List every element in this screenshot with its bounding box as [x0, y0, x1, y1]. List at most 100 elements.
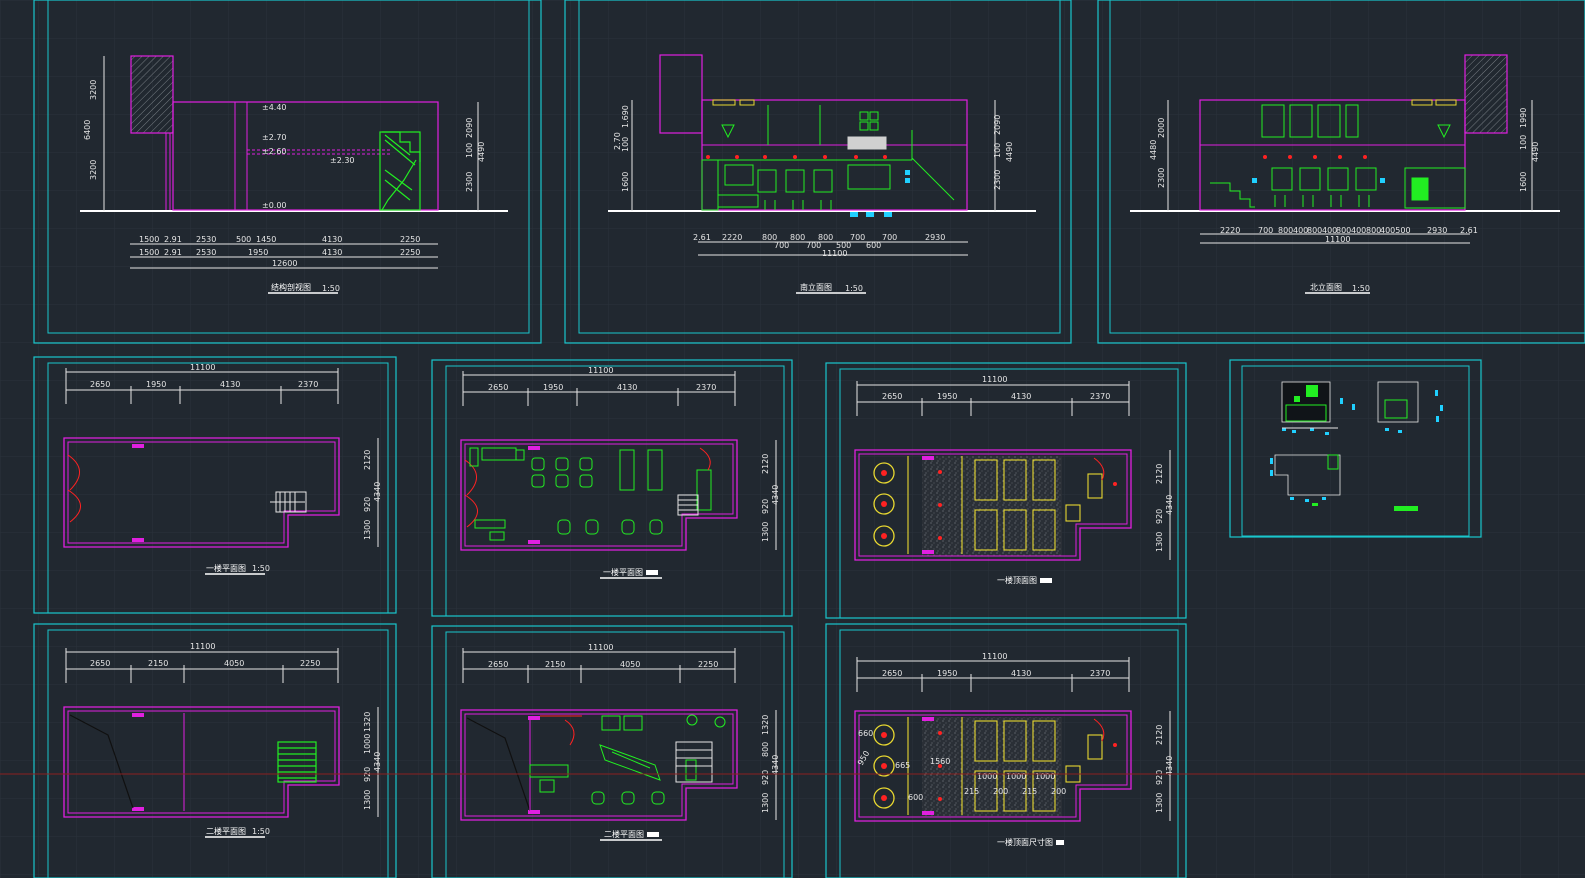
dim-segment: 4130 [617, 383, 637, 392]
sheet-scale: 1:50 [252, 827, 270, 836]
svg-text:700: 700 [882, 233, 897, 242]
sheet-title: 南立面图 [800, 282, 832, 292]
svg-text:600: 600 [866, 241, 881, 250]
svg-text:3200: 3200 [89, 160, 98, 180]
scale-bar [1056, 840, 1064, 845]
svg-text:500: 500 [836, 241, 851, 250]
svg-text:400: 400 [1293, 226, 1308, 235]
svg-text:200: 200 [993, 787, 1008, 796]
svg-text:4480: 4480 [1149, 140, 1158, 160]
sheet-scale: 1:50 [322, 284, 340, 293]
north-cyan [1252, 178, 1385, 183]
chimney-hatched [130, 55, 174, 134]
south-cyan-seating [850, 170, 910, 217]
scale-bar [1040, 578, 1052, 583]
sheet-frame-inner [839, 629, 1179, 878]
svg-text:660: 660 [858, 729, 873, 738]
svg-text:200: 200 [1051, 787, 1066, 796]
dim-segment: 2650 [90, 380, 110, 389]
sheet-title: 一楼顶面尺寸图 [997, 837, 1053, 847]
level-mark: ±0.00 [262, 201, 287, 210]
svg-text:665: 665 [895, 761, 910, 770]
svg-text:2930: 2930 [925, 233, 945, 242]
plan-walls-inner [858, 453, 1128, 557]
svg-text:4340: 4340 [1165, 495, 1174, 515]
level-mark: ±2.60 [262, 147, 287, 156]
detail-counter-side [1377, 381, 1443, 433]
dim-total: 11100 [588, 366, 613, 375]
entrance-door [464, 459, 478, 528]
svg-text:600: 600 [908, 793, 923, 802]
second-floor-plan-sheet[interactable]: 11100 2650 2150 4050 2250 1320 1000 4340… [33, 623, 397, 878]
svg-text:500: 500 [236, 235, 251, 244]
window [132, 538, 144, 542]
svg-text:1560: 1560 [930, 757, 950, 766]
first-floor-ceiling-plan-sheet[interactable]: 11100 2650 1950 4130 2370 2120 4340 [825, 362, 1187, 619]
sheet-frame-inner [1241, 365, 1470, 537]
svg-text:100: 100 [621, 137, 630, 152]
svg-text:1000: 1000 [363, 734, 372, 754]
svg-text:100: 100 [465, 143, 474, 158]
svg-text:2120: 2120 [363, 450, 372, 470]
first-floor-furnished-plan-sheet[interactable]: 11100 2650 1950 4130 2370 2120 4340 920 … [431, 359, 793, 617]
svg-text:1600: 1600 [1519, 172, 1528, 192]
svg-text:2220: 2220 [722, 233, 742, 242]
section-sheet[interactable]: ±4.40 ±2.70 ±2.60 ±2.30 ±0.00 3200 6400 … [33, 0, 542, 344]
top-dimension-chain [65, 368, 339, 404]
top-dimension-chain [462, 371, 736, 406]
scale-bar [647, 832, 659, 837]
plan-walls-inner [858, 714, 1128, 818]
svg-text:2.70: 2.70 [613, 132, 622, 150]
sheet-frame-inner [47, 362, 389, 614]
bottom-dimension-chain: 2.61 2220 800 800 800 700 700 2930 700 7… [693, 233, 968, 258]
svg-text:1300: 1300 [363, 790, 372, 810]
scale-bar [646, 570, 658, 575]
svg-text:2930: 2930 [1427, 226, 1447, 235]
detail-counter-elevation [1281, 381, 1355, 435]
beam [1411, 99, 1433, 106]
dim-segment: 4130 [1011, 392, 1031, 401]
dim-total: 11100 [982, 652, 1007, 661]
svg-text:2.61: 2.61 [693, 233, 711, 242]
second-floor-furnished-plan-sheet[interactable]: 11100 2650 2150 4050 2250 1320 800 4340 … [431, 625, 793, 878]
svg-text:700: 700 [806, 241, 821, 250]
svg-text:400: 400 [1351, 226, 1366, 235]
svg-text:2220: 2220 [1220, 226, 1240, 235]
svg-text:4490: 4490 [1531, 142, 1540, 162]
sheet-frame [33, 623, 397, 878]
first-floor-plan-sheet[interactable]: 11100 2650 1950 4130 2370 2120 4340 920 … [33, 356, 397, 614]
north-elevation-sheet[interactable]: 2000 4480 2300 1990 100 4490 1600 2220 7… [1097, 0, 1585, 344]
plan-walls [854, 449, 1132, 561]
dim-segment: 1950 [937, 392, 957, 401]
svg-text:6400: 6400 [83, 120, 92, 140]
svg-text:1000: 1000 [1006, 772, 1026, 781]
svg-text:3200: 3200 [89, 80, 98, 100]
svg-text:800: 800 [790, 233, 805, 242]
first-floor-ceiling-dimension-sheet[interactable]: 11100 2650 1950 4130 2370 660 950 665 6 [825, 623, 1187, 878]
plan-walls [460, 439, 738, 551]
south-elevation-sheet[interactable]: 1.690 2.70 100 1600 2090 100 4490 2300 2… [564, 0, 1072, 344]
sheet-title: 一楼平面图 [603, 567, 643, 577]
svg-text:2.91: 2.91 [164, 235, 182, 244]
dim-segment: 2370 [1090, 392, 1110, 401]
svg-text:2250: 2250 [400, 248, 420, 257]
dim-segment: 2150 [545, 660, 565, 669]
dim-total: 11100 [190, 363, 215, 372]
elevation-outline [1199, 99, 1466, 211]
svg-text:2.91: 2.91 [164, 248, 182, 257]
dim-segment: 2250 [300, 659, 320, 668]
stair [277, 741, 317, 783]
rear-door [699, 447, 711, 471]
svg-text:1300: 1300 [1155, 793, 1164, 813]
svg-text:800: 800 [1336, 226, 1351, 235]
dim-segment: 2650 [882, 392, 902, 401]
level-mark: ±2.30 [330, 156, 355, 165]
detail-sheet[interactable] [1229, 359, 1482, 538]
svg-text:4340: 4340 [373, 752, 382, 772]
svg-text:2.61: 2.61 [1460, 226, 1478, 235]
svg-text:920: 920 [1155, 770, 1164, 785]
sheet-frame-inner [47, 0, 530, 334]
svg-text:800: 800 [762, 233, 777, 242]
sheet-frame [564, 0, 1072, 344]
